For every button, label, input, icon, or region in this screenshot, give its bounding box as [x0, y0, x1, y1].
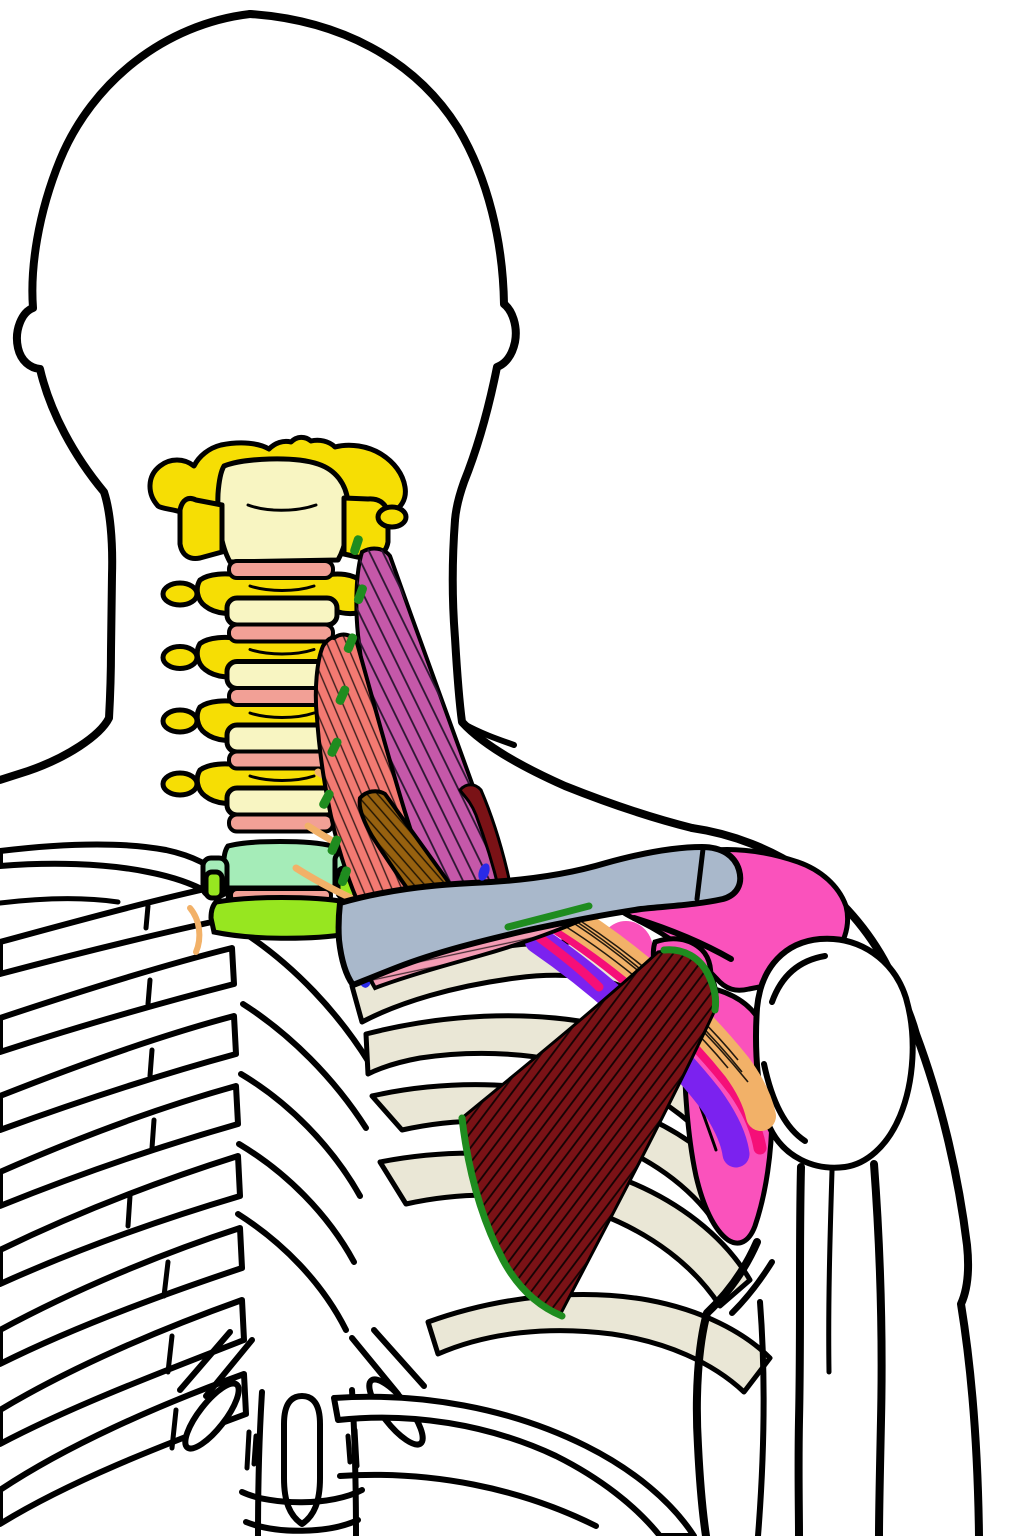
- pectoralis-minor: [458, 946, 720, 1320]
- ligament-green-line: [504, 902, 593, 931]
- cervical-spine: [147, 434, 409, 941]
- head-outline: [0, 10, 696, 832]
- rib-attachment-green: [458, 1114, 566, 1320]
- humerus-shaft: [794, 1163, 805, 1536]
- vertebra-t1: [208, 895, 356, 941]
- vein-stub-small: [478, 863, 490, 881]
- disc: [227, 749, 335, 771]
- disc: [227, 622, 335, 644]
- armpit-fold-lines: [692, 1238, 775, 1536]
- artery-branch: [535, 933, 604, 992]
- muscle-attachment-marks: [319, 535, 490, 886]
- humeral-head: [753, 935, 916, 1171]
- medial-rib-lines: [235, 931, 373, 1333]
- clavicle: [335, 843, 744, 989]
- left-ribs: [0, 881, 249, 1527]
- spinous-process: [281, 1393, 323, 1527]
- coracoid-attachment-green: [660, 946, 720, 1014]
- left-nerve-arc: [187, 905, 203, 955]
- transverse-process-slot: [182, 1380, 242, 1452]
- trapezius-spur-line: [461, 721, 517, 748]
- acromioclavicular-line: [694, 846, 706, 902]
- disc: [227, 559, 335, 580]
